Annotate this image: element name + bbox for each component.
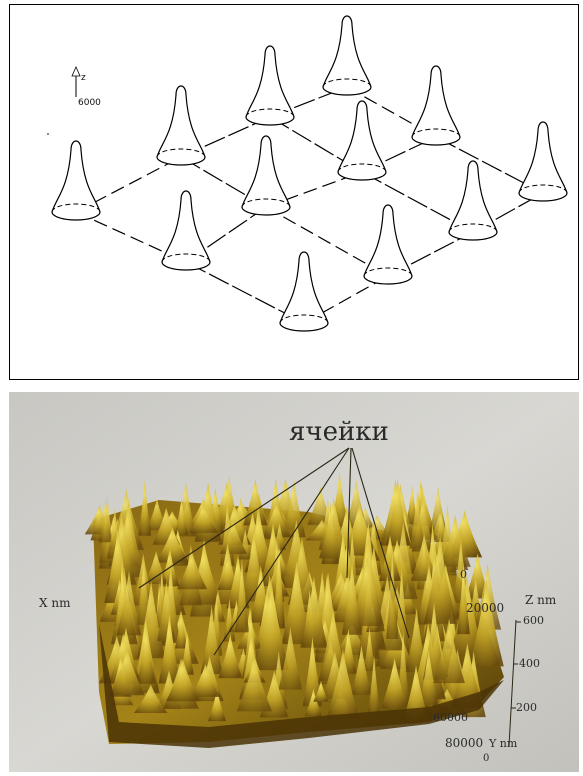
cone-grid-diagram: z 6000 — [9, 4, 579, 380]
cone — [448, 160, 498, 241]
y-tick-60000: 60000 — [433, 711, 468, 724]
cone — [322, 15, 372, 96]
cones — [51, 15, 568, 332]
z-axis-value: 6000 — [78, 98, 101, 108]
surface-peak — [218, 634, 243, 679]
y-tick-0: 0 — [460, 568, 467, 581]
surface-peak — [363, 626, 376, 672]
speck-dot — [47, 133, 49, 135]
surface-peaks — [84, 471, 504, 722]
surface-peak — [176, 551, 208, 590]
y-axis-label: Y nm — [488, 737, 518, 750]
annotation-line-3 — [346, 447, 352, 579]
surface-peak — [158, 613, 181, 684]
surface-peak — [133, 684, 168, 714]
z-axis: z 6000 — [71, 66, 101, 108]
grid-line — [303, 275, 389, 324]
cone — [161, 190, 211, 271]
annotation-lines — [138, 447, 410, 656]
surface-peak — [457, 562, 470, 635]
surface-peak — [98, 498, 113, 543]
cone — [363, 204, 413, 285]
surface-peak — [379, 535, 401, 581]
z-axis-ruler — [508, 619, 521, 747]
surface-peak — [433, 617, 465, 684]
z-tick-600: 600 — [523, 614, 544, 627]
surface-peak — [234, 557, 250, 633]
surface-peak — [380, 657, 409, 709]
surface-peak — [318, 497, 349, 559]
cone-grid-svg: z 6000 — [47, 15, 568, 332]
surface-peak — [469, 578, 504, 667]
surface-peak — [166, 658, 200, 702]
surface-peak — [386, 549, 399, 640]
surface-peak — [410, 533, 438, 581]
surface-peak — [300, 576, 328, 648]
grid-line — [265, 206, 389, 277]
surface-peak — [313, 681, 329, 702]
surface-peak — [219, 520, 247, 555]
annotation-line-4 — [351, 447, 410, 639]
annotation-line-2 — [213, 447, 350, 656]
surface-peak — [174, 611, 188, 649]
grid-line — [435, 136, 544, 194]
surface-peak — [236, 657, 273, 712]
surface-peak — [174, 498, 189, 536]
surface-peak — [207, 688, 227, 722]
surface-peak — [402, 664, 430, 722]
surface-peak — [243, 478, 268, 526]
surface-peak — [261, 502, 292, 538]
surface-peak — [137, 625, 156, 684]
z-axis-label: z — [81, 73, 86, 83]
annotation-line-1 — [138, 447, 350, 589]
surface-front-edge — [99, 624, 504, 748]
cone — [51, 140, 101, 221]
surface-peak — [451, 642, 484, 708]
cone — [241, 135, 291, 216]
surface-peak — [272, 540, 286, 629]
afm-surface-svg: ячейки X nm 0 20000 60000 80000 Y nm 0 Z… — [9, 392, 579, 772]
surface-peak — [200, 604, 223, 675]
surface-peak — [304, 688, 323, 717]
surface-peak — [349, 556, 385, 627]
surface-peak — [210, 589, 226, 622]
afm-surface-photo: ячейки X nm 0 20000 60000 80000 Y nm 0 Z… — [9, 392, 579, 772]
z-axis-label: Z nm — [525, 593, 557, 607]
z-tick-400: 400 — [519, 657, 540, 670]
surface-peak — [157, 580, 176, 642]
surface-peak — [109, 648, 145, 696]
surface-peak — [190, 664, 221, 697]
surface-peak — [155, 527, 190, 563]
cone — [245, 45, 295, 126]
x-axis-label: X nm — [39, 596, 71, 610]
z-axis-arrowhead — [71, 66, 81, 77]
surface-peak — [423, 535, 457, 624]
y-tick-20000: 20000 — [466, 601, 504, 615]
surface-peak — [341, 561, 363, 635]
surface-peak — [254, 582, 290, 671]
surface-peak — [278, 626, 303, 690]
surface-peak — [326, 648, 360, 719]
surface-peak — [138, 480, 152, 536]
cone — [156, 85, 206, 166]
surface-peak — [188, 504, 219, 533]
surface-peak — [302, 636, 323, 707]
cells-annotation: ячейки — [289, 417, 389, 447]
cone — [279, 251, 329, 332]
surface-peak — [409, 491, 426, 549]
z-ruler-line — [508, 619, 517, 747]
cone — [337, 100, 387, 181]
surface-peak — [367, 653, 381, 715]
z-tick-200: 200 — [516, 701, 537, 714]
surface-peak — [439, 514, 471, 567]
surface-peak — [351, 644, 372, 695]
y-tick-80000: 80000 — [445, 736, 483, 750]
surface-peak — [418, 648, 439, 706]
y-tick-bottom: 0 — [483, 753, 489, 764]
surface-peak — [281, 560, 312, 645]
cone — [411, 65, 461, 146]
surface-peak — [116, 570, 142, 636]
cone — [518, 121, 568, 202]
